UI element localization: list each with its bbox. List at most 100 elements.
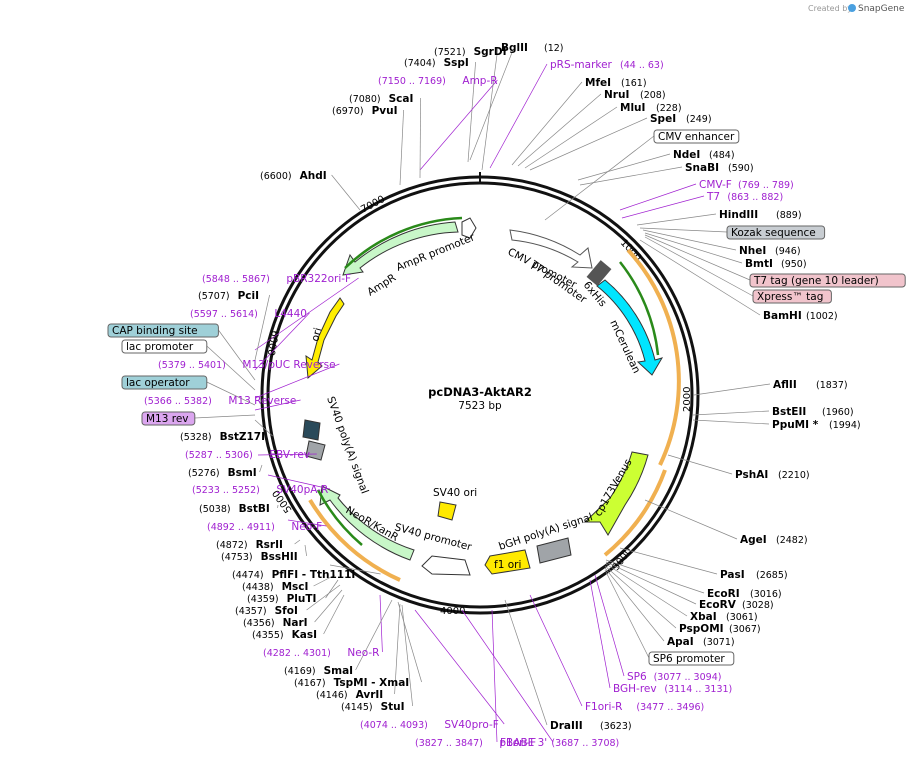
connector-line	[644, 232, 743, 264]
f1ori-label: f1 ori	[494, 559, 521, 571]
map-label-bsmi: (5276)BsmI	[188, 467, 257, 479]
connector-line	[254, 312, 310, 371]
connector-line	[524, 106, 618, 169]
label-name: DraIII	[550, 720, 583, 732]
map-label-pasi: (2685)PasI	[720, 569, 788, 581]
label-name: M13 Reverse	[228, 395, 296, 407]
connector-line	[218, 329, 256, 381]
map-label-cmv-enhancer: CMV enhancer	[653, 129, 740, 144]
map-label-nrui: (208)NruI	[604, 89, 666, 101]
label-position: (5038)	[199, 504, 231, 515]
label-box	[121, 339, 208, 354]
label-name: L4440	[274, 308, 307, 320]
map-label-bsteii: (1960)BstEII	[772, 406, 854, 418]
connector-line	[621, 195, 705, 219]
orf-green-ampr	[344, 216, 463, 269]
connector-line	[489, 63, 548, 169]
map-label-pflfi-tth111i: (4474)PflFI - Tth111I	[232, 569, 355, 581]
label-name: AvrII	[356, 689, 384, 701]
label-position: (5233 .. 5252)	[192, 485, 260, 496]
connector-line	[287, 519, 327, 527]
map-label-t7: (863 .. 882)T7	[706, 191, 783, 203]
connector-line	[604, 565, 677, 629]
label-name: PshAI	[735, 469, 768, 481]
label-position: (889)	[776, 210, 802, 221]
label-position: (590)	[728, 163, 754, 174]
connector-line	[397, 601, 422, 683]
label-name: AgeI	[740, 534, 767, 546]
map-label-t7-tag-gene-10-leader: T7 tag (gene 10 leader)	[749, 273, 906, 288]
sv40-ori-feature	[437, 501, 457, 521]
map-label-f1ori-r: (3477 .. 3496)F1ori-R	[585, 701, 704, 713]
label-name: TspMI - XmaI	[334, 677, 410, 689]
label-name: SP6 promoter	[653, 653, 725, 665]
label-position: (946)	[775, 246, 801, 257]
map-label-aflii: (1837)AflII	[773, 379, 848, 391]
map-label-ppumi: (1994)PpuMI *	[772, 419, 861, 431]
map-label-sp6-promoter: SP6 promoter	[648, 651, 735, 666]
label-position: (4438)	[242, 582, 274, 593]
label-name: F1ori-R	[585, 701, 622, 713]
map-label-pshai: (2210)PshAI	[735, 469, 810, 481]
label-position: (4474)	[232, 570, 264, 581]
map-label-bglii: (12)BglII	[501, 42, 564, 54]
map-label-avrii: (4146)AvrII	[316, 689, 383, 701]
label-position: (3071)	[703, 637, 735, 648]
connector-line	[254, 419, 273, 437]
connector-line	[401, 604, 413, 707]
connector-line	[379, 594, 383, 653]
plasmid-length: 7523 bp	[458, 400, 502, 412]
connector-line	[294, 539, 301, 545]
ori-label: ori	[309, 326, 324, 342]
label-position: (863 .. 882)	[727, 192, 783, 203]
map-label-rsrii: (4872)RsrII	[216, 539, 283, 551]
label-name: NheI	[739, 245, 766, 257]
map-label-stui: (4145)StuI	[341, 701, 405, 713]
map-label-nari: (4356)NarI	[243, 617, 308, 629]
map-label-pvui: (6970)PvuI	[332, 105, 398, 117]
connector-line	[642, 229, 737, 251]
label-name: PpuMI *	[772, 419, 819, 431]
connector-line	[667, 454, 733, 475]
connector-line	[314, 589, 343, 623]
label-name: SgrDI	[474, 46, 507, 58]
label-position: (1960)	[822, 407, 854, 418]
label-name: BglII	[501, 42, 528, 54]
map-label-agei: (2482)AgeI	[740, 534, 808, 546]
label-position: (4357)	[235, 606, 267, 617]
label-position: (5287 .. 5306)	[185, 450, 253, 461]
connector-line	[692, 410, 770, 416]
label-name: EcoRI	[707, 588, 740, 600]
label-position: (4355)	[252, 630, 284, 641]
label-name: NarI	[283, 617, 308, 629]
label-position: (1002)	[806, 311, 838, 322]
connector-line	[355, 599, 393, 671]
label-position: (228)	[656, 103, 682, 114]
map-label-pspomi: (3067)PspOMI	[679, 623, 761, 635]
label-position: (4872)	[216, 540, 248, 551]
map-label-m13-reverse: (5366 .. 5382)M13 Reverse	[144, 395, 296, 407]
label-position: (3827 .. 3847)	[415, 738, 483, 749]
label-name: Amp-R	[462, 75, 497, 87]
connector-line	[517, 93, 602, 167]
map-label-m13-rev: M13 rev	[141, 411, 196, 426]
map-label-sfoi: (4357)SfoI	[235, 605, 298, 617]
connector-line	[469, 50, 513, 161]
label-position: (4359)	[247, 594, 279, 605]
map-label-kozak-sequence: Kozak sequence	[726, 225, 826, 240]
label-name: lac operator	[126, 377, 190, 389]
connector-line	[504, 599, 548, 726]
label-position: (3077 .. 3094)	[654, 672, 722, 683]
label-name: pRS-marker	[550, 59, 613, 71]
map-label-ahdi: (6600)AhdI	[260, 170, 327, 182]
label-position: (7150 .. 7169)	[378, 76, 446, 87]
label-name: EBV-rev	[269, 449, 310, 461]
label-position: (6600)	[260, 171, 292, 182]
map-label-tspmi-xmai: (4167)TspMI - XmaI	[294, 677, 409, 689]
label-position: (4169)	[284, 666, 316, 677]
label-box	[752, 289, 832, 304]
label-name: PluTI	[287, 593, 317, 605]
ampr-feature	[342, 221, 459, 276]
connector-line	[394, 603, 401, 695]
label-name: ApaI	[667, 636, 694, 648]
